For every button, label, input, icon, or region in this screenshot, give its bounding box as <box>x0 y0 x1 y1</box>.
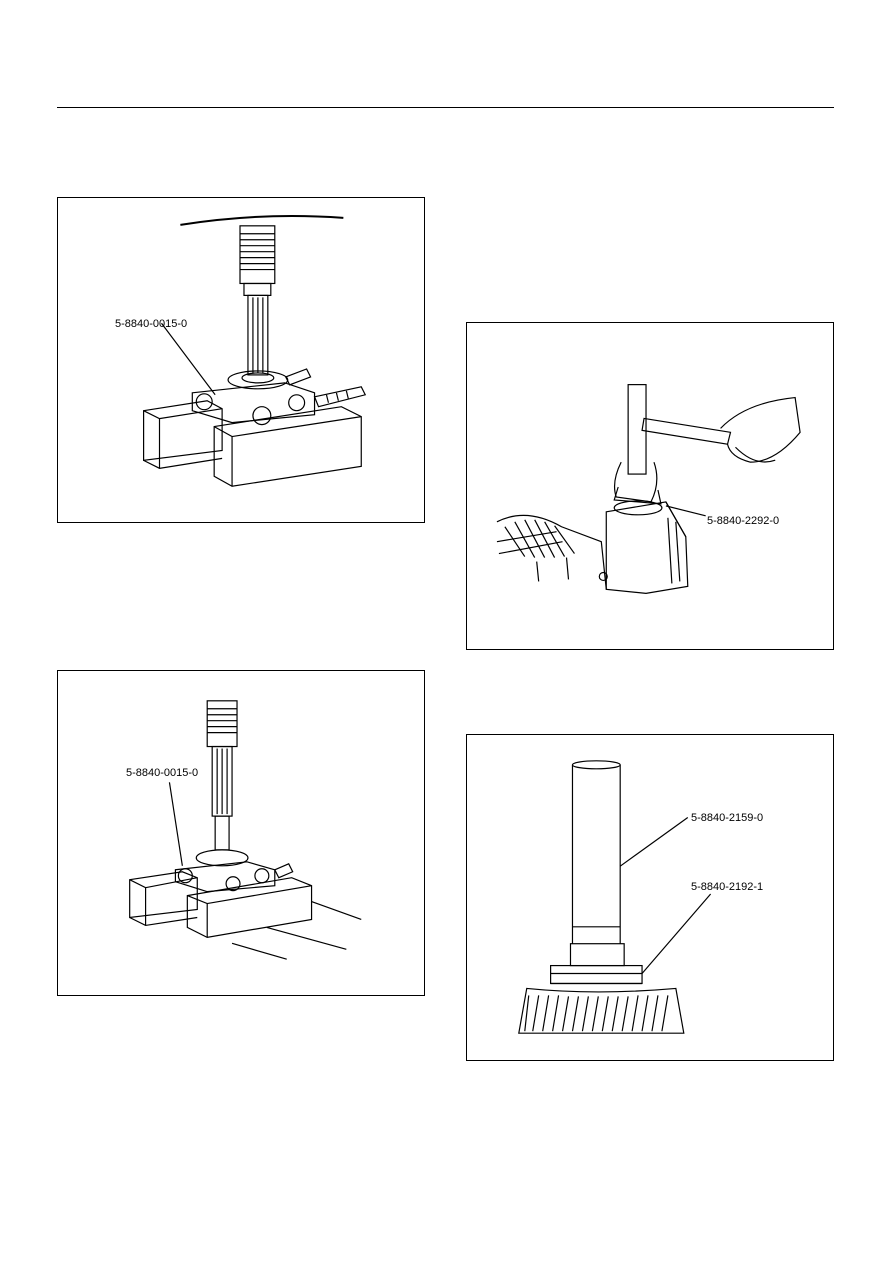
installer-illustration <box>496 384 801 594</box>
tool-number-label: 5-8840-0015-0 <box>126 767 199 779</box>
shaft-illustration <box>129 700 362 960</box>
press-illustration <box>143 215 367 487</box>
figure-press-bearing-removal: 5-8840-0015-0 <box>57 197 425 523</box>
tool-number-label: 5-8840-2292-0 <box>707 515 780 527</box>
tool-number-label: 5-8840-2159-0 <box>691 812 764 824</box>
header-rule <box>57 107 834 108</box>
figure-seal-installation: 5-8840-2292-0 <box>466 322 834 650</box>
tool-number-label: 5-8840-0015-0 <box>115 318 188 330</box>
tool-number-label: 5-8840-2192-1 <box>691 881 764 893</box>
figure-bearing-installation: 5-8840-2159-0 5-8840-2192-1 <box>466 734 834 1061</box>
installer-gear-illustration <box>518 760 712 1034</box>
figure-shaft-bearing-removal: 5-8840-0015-0 <box>57 670 425 996</box>
